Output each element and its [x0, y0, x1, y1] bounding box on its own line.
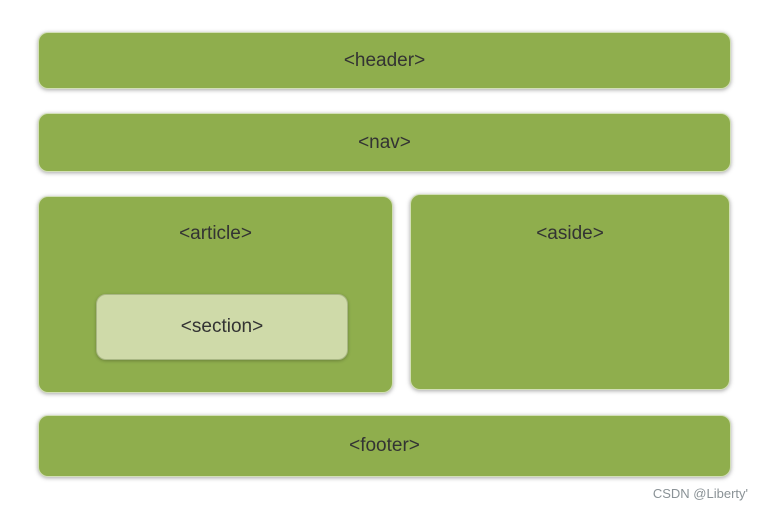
watermark-text: CSDN @Liberty': [652, 486, 748, 501]
footer-block-label: <footer>: [349, 435, 420, 456]
header-block-label: <header>: [343, 49, 426, 71]
header-block: <header>: [38, 32, 731, 89]
article-block-label: <article>: [179, 223, 252, 244]
aside-block-label: <aside>: [536, 223, 604, 244]
section-block: <section>: [96, 294, 348, 360]
article-block: <article> <section>: [38, 196, 393, 393]
aside-block: <aside>: [410, 194, 730, 390]
nav-block-label: <nav>: [358, 131, 411, 153]
nav-block: <nav>: [38, 113, 731, 172]
footer-block: <footer>: [38, 415, 731, 477]
section-block-label: <section>: [180, 316, 264, 337]
